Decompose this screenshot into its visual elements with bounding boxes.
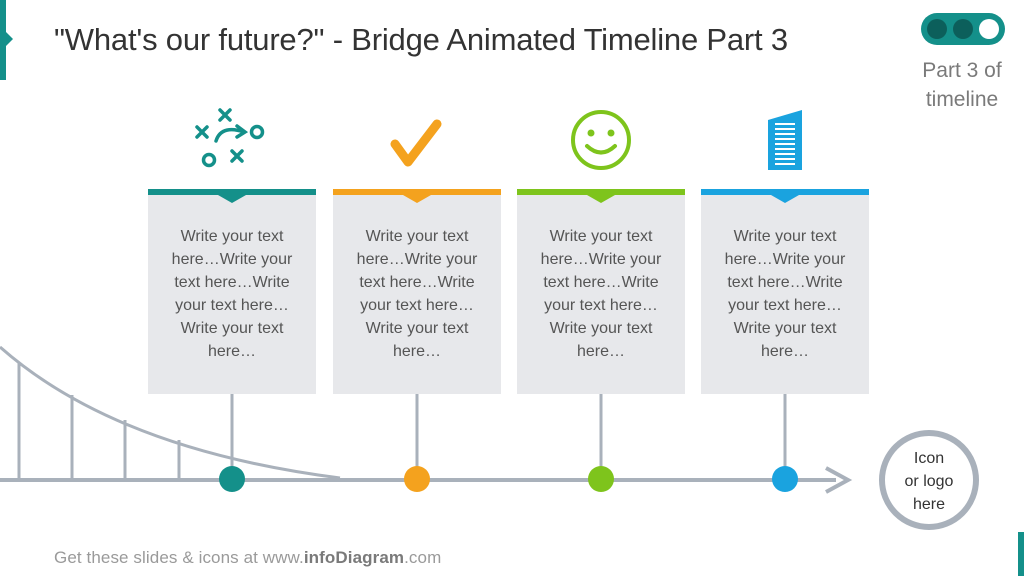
footer-suffix: .com — [404, 548, 442, 567]
logo-placeholder-text[interactable]: Icon or logo here — [890, 447, 968, 516]
checkmark-icon — [390, 119, 442, 167]
milestone-dot-1 — [219, 466, 245, 492]
part-label-line1: Part 3 of — [922, 59, 1002, 82]
card-text[interactable]: Write your text here…Write your text her… — [356, 228, 478, 360]
timeline-card-3: Write your text here…Write your text her… — [517, 189, 685, 394]
card-color-bar — [701, 189, 869, 195]
timeline-card-2: Write your text here…Write your text her… — [333, 189, 501, 394]
card-pointer — [587, 195, 615, 203]
card-color-bar — [517, 189, 685, 195]
progress-dot-3-current — [979, 19, 999, 39]
skyscraper-icon — [768, 110, 802, 170]
footer-credit: Get these slides & icons at www.infoDiag… — [54, 548, 441, 568]
card-pointer — [771, 195, 799, 203]
left-accent-bar — [0, 0, 6, 80]
part-progress-indicator — [921, 13, 1005, 45]
progress-dot-1 — [927, 19, 947, 39]
left-accent-notch — [6, 32, 13, 46]
logo-placeholder-line2: or logo — [904, 473, 954, 490]
part-label-line2: timeline — [925, 88, 999, 111]
card-pointer — [218, 195, 246, 203]
progress-dot-2 — [953, 19, 973, 39]
milestone-dot-4 — [772, 466, 798, 492]
right-accent-bar — [1018, 532, 1024, 576]
card-text[interactable]: Write your text here…Write your text her… — [540, 228, 662, 360]
logo-placeholder-line1: Icon — [913, 450, 945, 467]
logo-placeholder-ring — [879, 430, 979, 530]
timeline-arrow-head — [825, 466, 853, 494]
card-text[interactable]: Write your text here…Write your text her… — [724, 228, 846, 360]
part-label: Part 3 of timeline — [902, 56, 1022, 114]
card-pointer — [403, 195, 431, 203]
footer-prefix: Get these slides & icons at www. — [54, 548, 304, 567]
timeline-card-1: Write your text here…Write your text her… — [148, 189, 316, 394]
milestone-dot-2 — [404, 466, 430, 492]
strategy-plan-icon — [195, 108, 265, 168]
footer-brand: infoDiagram — [303, 548, 405, 567]
card-text[interactable]: Write your text here…Write your text her… — [171, 228, 293, 360]
slide-title: "What's our future?" - Bridge Animated T… — [54, 22, 788, 57]
card-color-bar — [333, 189, 501, 195]
card-color-bar — [148, 189, 316, 195]
timeline-card-4: Write your text here…Write your text her… — [701, 189, 869, 394]
milestone-dot-3 — [588, 466, 614, 492]
logo-placeholder-line3: here — [912, 496, 946, 513]
smiley-face-icon — [571, 110, 631, 170]
